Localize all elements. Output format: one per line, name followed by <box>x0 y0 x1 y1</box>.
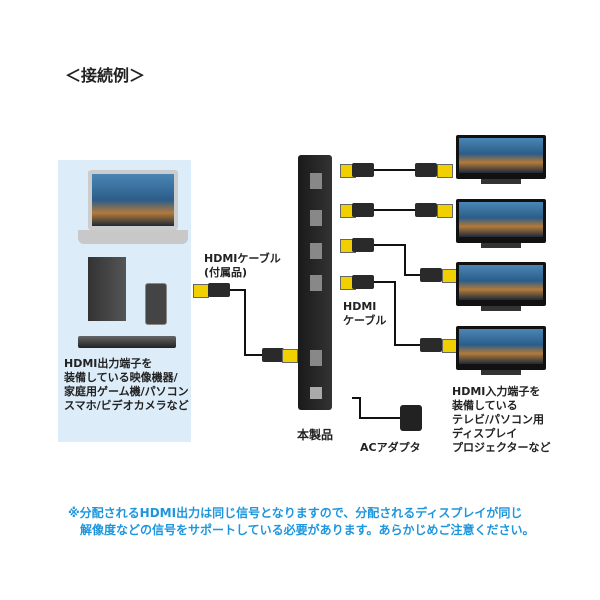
label-line: ディスプレイ <box>452 427 518 440</box>
game-console-image <box>88 257 126 321</box>
label-line: HDMI入力端子を <box>452 385 541 398</box>
hdmi-splitter-product <box>298 155 332 410</box>
monitor-2 <box>456 199 546 243</box>
label-line: 装備している <box>452 399 518 412</box>
laptop-image <box>88 170 178 230</box>
hdmi-connector <box>420 338 442 352</box>
bluray-player-image <box>78 336 176 348</box>
product-label: 本製品 <box>297 428 334 442</box>
monitor-4 <box>456 326 546 370</box>
laptop-base <box>78 230 188 244</box>
hdmi-connector <box>420 268 442 282</box>
smartphone-image <box>145 283 167 325</box>
page-title: ＜接続例＞ <box>65 66 146 85</box>
hdmi-connector <box>352 203 374 217</box>
hdmi-cable-label: HDMI ケーブル <box>343 300 386 328</box>
label-line: スマホ/ビデオカメラなど <box>64 399 189 412</box>
compatibility-note: ※分配されるHDMI出力は同じ信号となりますので、分配されるディスプレイが同じ … <box>68 505 534 539</box>
label-line: プロジェクターなど <box>452 441 551 454</box>
label-line: テレビ/パソコン用 <box>452 413 545 426</box>
label-line: 家庭用ゲーム機/パソコン <box>64 385 189 398</box>
hdmi-connector <box>415 163 437 177</box>
hdmi-connector <box>415 203 437 217</box>
label-line: HDMI出力端子を <box>64 357 153 370</box>
label-line: HDMIケーブル <box>204 252 281 265</box>
source-devices-label: HDMI出力端子を 装備している映像機器/ 家庭用ゲーム機/パソコン スマホ/ビ… <box>64 357 189 413</box>
hdmi-connector <box>352 275 374 289</box>
note-line: 解像度などの信号をサポートしている必要があります。あらかじめご注意ください。 <box>80 523 535 537</box>
hdmi-connector <box>262 348 284 362</box>
label-line: ケーブル <box>343 314 387 327</box>
hdmi-plug <box>282 349 298 363</box>
included-cable-label: HDMIケーブル (付属品) <box>204 252 281 280</box>
hdmi-connector <box>352 163 374 177</box>
hdmi-plug <box>193 284 209 298</box>
monitor-3 <box>456 262 546 306</box>
monitor-1 <box>456 135 546 179</box>
ac-adapter-label: ACアダプタ <box>360 441 421 454</box>
ac-adapter-image <box>400 405 422 431</box>
hdmi-plug <box>437 204 453 218</box>
label-line: (付属品) <box>204 266 248 279</box>
hdmi-connector <box>208 283 230 297</box>
hdmi-connector <box>352 238 374 252</box>
hdmi-plug <box>437 164 453 178</box>
display-devices-label: HDMI入力端子を 装備している テレビ/パソコン用 ディスプレイ プロジェクタ… <box>452 385 551 455</box>
note-line: ※分配されるHDMI出力は同じ信号となりますので、分配されるディスプレイが同じ <box>68 506 523 520</box>
label-line: HDMI <box>343 300 377 313</box>
label-line: 装備している映像機器/ <box>64 371 178 384</box>
